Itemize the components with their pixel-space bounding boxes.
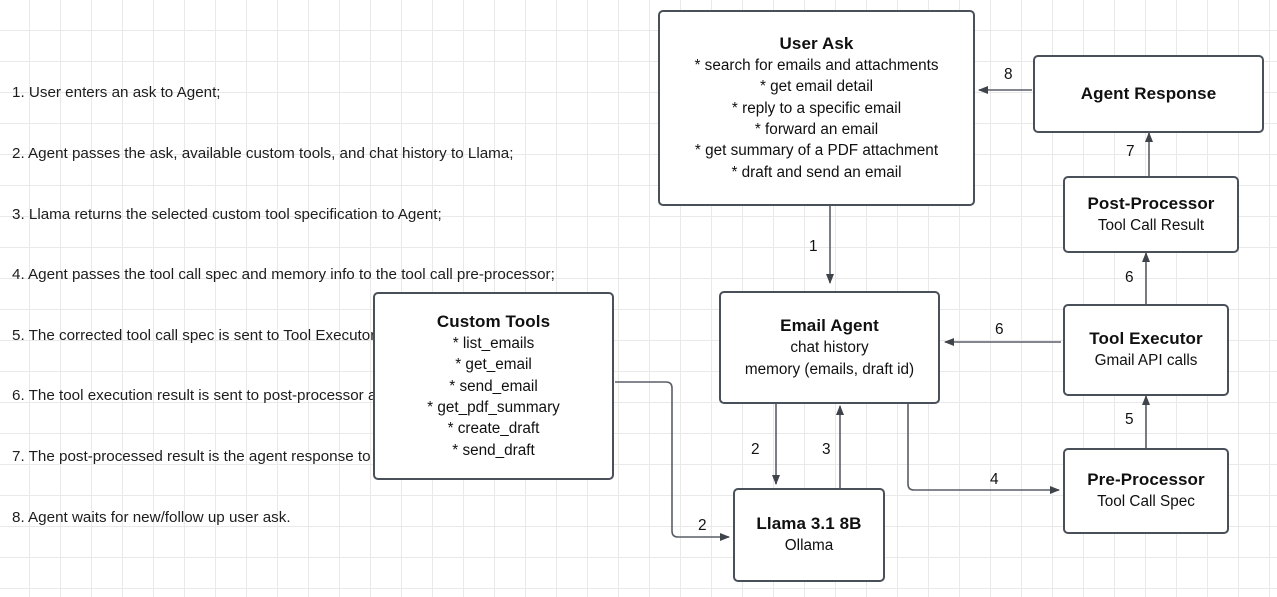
node-user-ask-item-3: * reply to a specific email <box>731 99 902 117</box>
edge-label-7: 7 <box>1126 143 1135 160</box>
node-llama-sub: Ollama <box>784 537 834 555</box>
node-tool-executor-sub: Gmail API calls <box>1094 352 1198 370</box>
node-llama[interactable]: Llama 3.1 8B Ollama <box>733 488 885 582</box>
legend-step-4: 4. Agent passes the tool call spec and m… <box>12 266 555 284</box>
legend-step-2: 2. Agent passes the ask, available custo… <box>12 145 514 163</box>
edge-label-4: 4 <box>990 471 999 488</box>
node-custom-tools-item-3: * send_email <box>449 377 538 395</box>
edge-label-1: 1 <box>809 238 818 255</box>
node-user-ask-item-5: * get summary of a PDF attachment <box>694 142 939 160</box>
node-custom-tools-item-4: * get_pdf_summary <box>427 399 560 416</box>
node-tool-executor[interactable]: Tool Executor Gmail API calls <box>1063 304 1229 396</box>
edge-label-5: 5 <box>1125 411 1134 428</box>
node-email-agent-sub1: chat history <box>790 339 869 356</box>
edge-label-3: 3 <box>822 441 831 458</box>
node-email-agent-sub2: memory (emails, draft id) <box>744 360 915 378</box>
node-pre-processor[interactable]: Pre-Processor Tool Call Spec <box>1063 448 1229 534</box>
node-user-ask-item-6: * draft and send an email <box>731 163 902 181</box>
node-email-agent-title: Email Agent <box>780 316 879 335</box>
node-post-processor[interactable]: Post-Processor Tool Call Result <box>1063 176 1239 253</box>
node-agent-response-title: Agent Response <box>1080 84 1217 103</box>
edge-label-6: 6 <box>995 321 1004 338</box>
edge-4-path <box>907 404 1060 494</box>
legend-step-8: 8. Agent waits for new/follow up user as… <box>12 508 291 526</box>
node-agent-response[interactable]: Agent Response <box>1033 55 1264 133</box>
node-post-processor-sub: Tool Call Result <box>1097 216 1205 234</box>
node-email-agent[interactable]: Email Agent chat history memory (emails,… <box>719 291 940 404</box>
node-pre-processor-sub: Tool Call Spec <box>1097 493 1195 511</box>
node-custom-tools-item-5: * create_draft <box>447 420 540 438</box>
node-user-ask[interactable]: User Ask * search for emails and attachm… <box>658 10 975 206</box>
node-custom-tools-item-1: * list_emails <box>452 334 535 352</box>
edge-label-8: 8 <box>1004 66 1013 83</box>
node-llama-title: Llama 3.1 8B <box>756 514 862 534</box>
legend-step-3: 3. Llama returns the selected custom too… <box>12 205 442 223</box>
edge-label-2: 2 <box>751 441 760 458</box>
node-user-ask-item-2: * get email detail <box>759 78 874 96</box>
node-tool-executor-title: Tool Executor <box>1089 329 1203 349</box>
edge-2b-path <box>615 381 730 541</box>
node-user-ask-item-4: * forward an email <box>754 121 879 138</box>
node-custom-tools-title: Custom Tools <box>436 311 551 331</box>
edge-label-2b: 2 <box>698 517 707 534</box>
node-custom-tools[interactable]: Custom Tools * list_emails * get_email *… <box>373 292 614 480</box>
node-user-ask-title: User Ask <box>779 33 854 53</box>
node-custom-tools-item-2: * get_email <box>455 356 532 374</box>
node-custom-tools-item-6: * send_draft <box>452 441 535 459</box>
edge-label-6b: 6 <box>1125 269 1134 286</box>
node-user-ask-item-1: * search for emails and attachments <box>694 56 939 74</box>
node-pre-processor-title: Pre-Processor <box>1087 470 1205 490</box>
legend-step-1: 1. User enters an ask to Agent; <box>12 84 221 102</box>
node-post-processor-title: Post-Processor <box>1087 193 1215 213</box>
